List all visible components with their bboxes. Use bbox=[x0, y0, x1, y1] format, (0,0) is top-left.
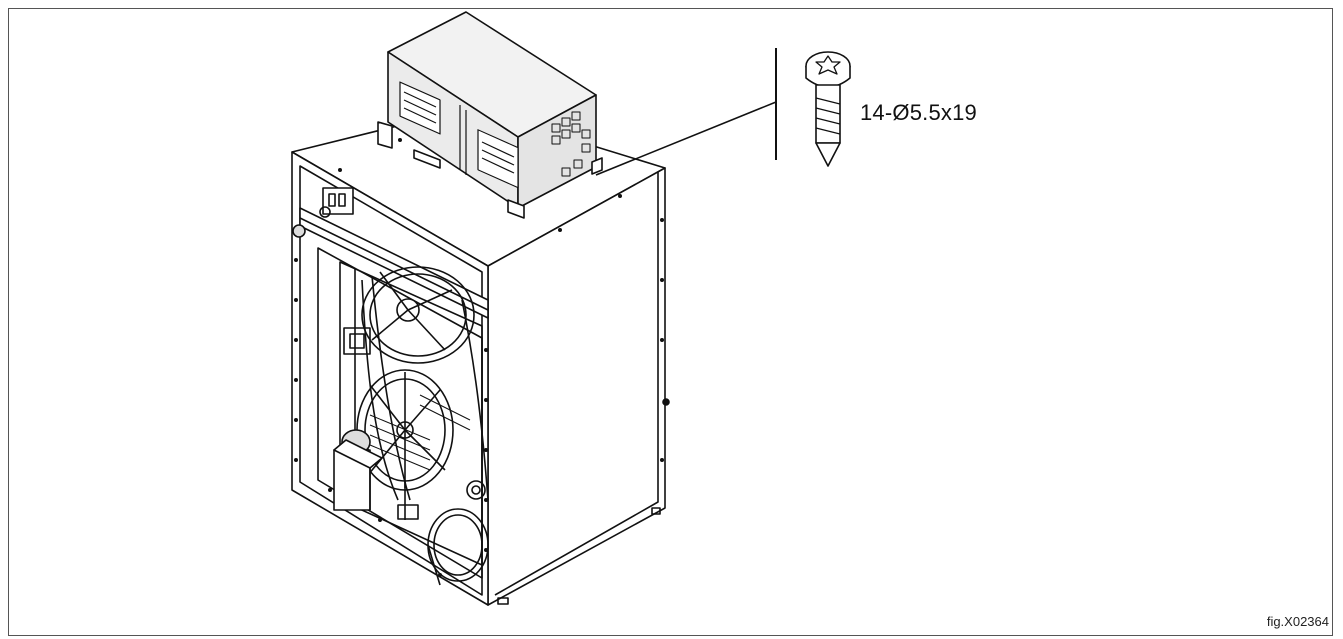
callout-leader-line bbox=[595, 101, 777, 176]
electrical-box-drawing bbox=[377, 11, 603, 219]
torx-screw-icon bbox=[805, 51, 851, 167]
figure-frame bbox=[8, 8, 1333, 636]
screw-spec-label: 14-Ø5.5x19 bbox=[860, 100, 977, 125]
figure-id-label: fig.X02364 bbox=[1266, 614, 1329, 629]
